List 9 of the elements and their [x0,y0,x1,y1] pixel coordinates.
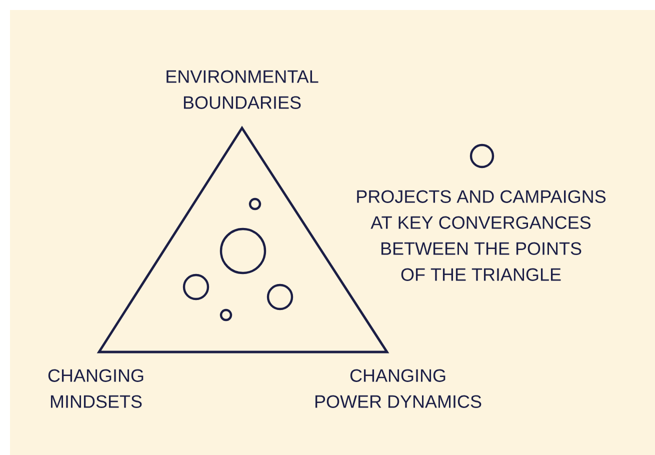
circle [182,274,210,300]
corner-label: ENVIRONMENTAL BOUNDARIES [166,70,318,109]
circle [220,228,266,274]
circle [248,198,262,210]
circle [266,284,294,310]
circle [220,308,232,322]
legend-text: PROJECTS AND CAMPAIGNS AT KEY CONVERGANCES BETWEEN THE POINTS OF THE TRIANGLE [357,190,606,281]
corner-label: CHANGING POWER DYNAMICS [315,369,482,408]
corner-label: CHANGING MINDSETS [48,369,144,408]
